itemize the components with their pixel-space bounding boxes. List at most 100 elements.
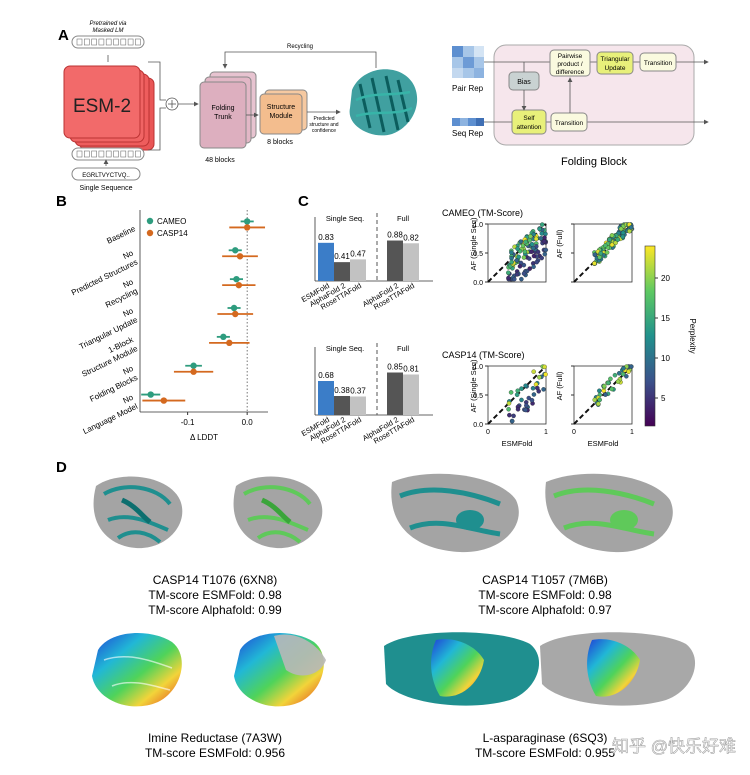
scatter-point — [522, 249, 528, 254]
bar-value-label: 0.37 — [350, 387, 366, 396]
token-row-bottom — [71, 147, 145, 161]
y-tick-label: 0.5 — [473, 393, 483, 400]
category-label-line: Language Model — [82, 402, 140, 436]
y-tick-label: 0.0 — [473, 280, 483, 287]
token-cell — [91, 150, 97, 158]
scatter-point — [628, 225, 634, 230]
diagonal-line — [487, 223, 547, 283]
scatter-point — [533, 382, 539, 387]
pretrained-text: Pretrained via — [89, 21, 127, 27]
x-tick-label: 1 — [630, 429, 634, 436]
bar-alphafold-2 — [387, 240, 403, 281]
predicted-protein-structure — [349, 69, 418, 136]
scatter-point — [533, 236, 539, 242]
caption-imine-title: Imine Reductase (7A3W) — [148, 731, 282, 745]
self-attention-box — [511, 109, 547, 135]
scatter-point — [596, 401, 601, 407]
colorbar-tick-label: 15 — [661, 314, 670, 323]
transition-box-pair — [639, 52, 677, 72]
watermark: 知乎 @快乐好难 — [612, 737, 736, 756]
token-cell — [127, 150, 134, 158]
folding-block-title: Folding Block — [561, 156, 628, 168]
token-cell — [120, 150, 127, 158]
scatter-point — [618, 226, 624, 232]
scatter-point — [543, 247, 549, 253]
caption-t1076-title: CASP14 T1076 (6XN8) — [153, 573, 278, 587]
scatter-point — [508, 390, 514, 395]
y-tick-label: 0.0 — [473, 422, 483, 429]
token-cell — [76, 38, 83, 46]
structure-t1057-esmfold — [391, 473, 519, 553]
caption-imine-esmfold: TM-score ESMFold: 0.956 — [145, 746, 285, 760]
caption-t1057-alphafold: TM-score Alphafold: 0.97 — [478, 603, 612, 617]
scatter-point — [506, 270, 511, 276]
token-cell — [113, 150, 119, 158]
scatter-point — [509, 418, 515, 424]
scatter-y-label: AF (Single Seq) — [469, 217, 478, 270]
bar-value-label: 0.41 — [334, 252, 350, 261]
panel-label-d: D — [56, 459, 67, 476]
bar-value-label: 0.68 — [318, 371, 334, 380]
scatter-title: CAMEO (TM-Score) — [442, 208, 523, 218]
bar-value-label: 0.38 — [334, 386, 350, 395]
structure-module-label: Structure — [267, 104, 296, 111]
folding-blocks-count: 48 blocks — [205, 157, 235, 164]
caption-t1076-esmfold: TM-score ESMFold: 0.98 — [148, 588, 282, 602]
data-point-casp14 — [236, 253, 244, 260]
scatter-point — [529, 397, 535, 403]
scatter-point — [515, 407, 521, 412]
scatter-point — [607, 237, 612, 242]
token-cell — [98, 150, 105, 158]
bar-value-label: 0.81 — [403, 365, 419, 374]
bar-value-label: 0.85 — [387, 363, 403, 372]
pair-rep-label: Pair Rep — [452, 84, 484, 93]
scatter-point — [524, 403, 529, 408]
scatter-point — [603, 243, 608, 248]
category-label-line: Recycling — [104, 286, 139, 309]
scatter-point — [543, 372, 548, 377]
legend-marker-casp14 — [146, 229, 154, 237]
bar-alphafold-2 — [334, 262, 350, 281]
token-cell — [91, 38, 97, 46]
scatter-point — [613, 240, 618, 246]
sequence-box — [71, 167, 141, 181]
bar-chart-cameo: Single Seq.Full0.83ESMFold0.41AlphaFold … — [300, 213, 433, 312]
scatter-point — [603, 392, 608, 397]
scatter-point — [523, 407, 528, 413]
category-label-line: No — [122, 393, 136, 406]
panel-d-structures: CASP14 T1076 (6XN8) TM-score ESMFold: 0.… — [92, 473, 696, 760]
scatter-point — [615, 237, 621, 242]
scatter-point — [509, 259, 514, 265]
scatter-point — [514, 258, 519, 263]
group-label-single-seq: Single Seq. — [326, 214, 364, 223]
scatter-y-label: AF (Full) — [555, 371, 564, 400]
bar-esmfold — [318, 242, 334, 281]
colorbar-tick-label: 10 — [661, 354, 670, 363]
scatter-point — [537, 375, 542, 380]
pretrained-text-2: Masked LM — [92, 28, 123, 34]
scatter-title: CASP14 (TM-Score) — [442, 350, 525, 360]
bar-value-label: 0.47 — [350, 249, 366, 258]
data-point-cameo — [243, 218, 251, 225]
structure-l-asparaginase-2 — [540, 632, 696, 706]
category-label-line: Baseline — [105, 224, 137, 246]
triangular-update-label-2: Update — [605, 65, 626, 72]
scatter-point — [604, 250, 610, 255]
category-label-line: No — [122, 248, 136, 261]
scatter-point — [519, 276, 524, 282]
data-point-cameo — [232, 247, 239, 254]
pairwise-box — [549, 49, 591, 77]
scatter-point — [615, 379, 621, 384]
scatter-point — [527, 266, 533, 271]
scatter-point — [523, 239, 528, 245]
scatter-point — [528, 234, 533, 239]
scatter-point — [608, 376, 613, 382]
predicted-text-3: confidence — [312, 128, 336, 134]
scatter-point — [523, 383, 528, 388]
scatter-point — [529, 249, 534, 255]
single-sequence-label: Single Sequence — [80, 185, 133, 192]
pairwise-label-2: product / — [557, 61, 582, 68]
scatter-point — [541, 387, 546, 392]
scatter-y-label: AF (Full) — [555, 229, 564, 258]
